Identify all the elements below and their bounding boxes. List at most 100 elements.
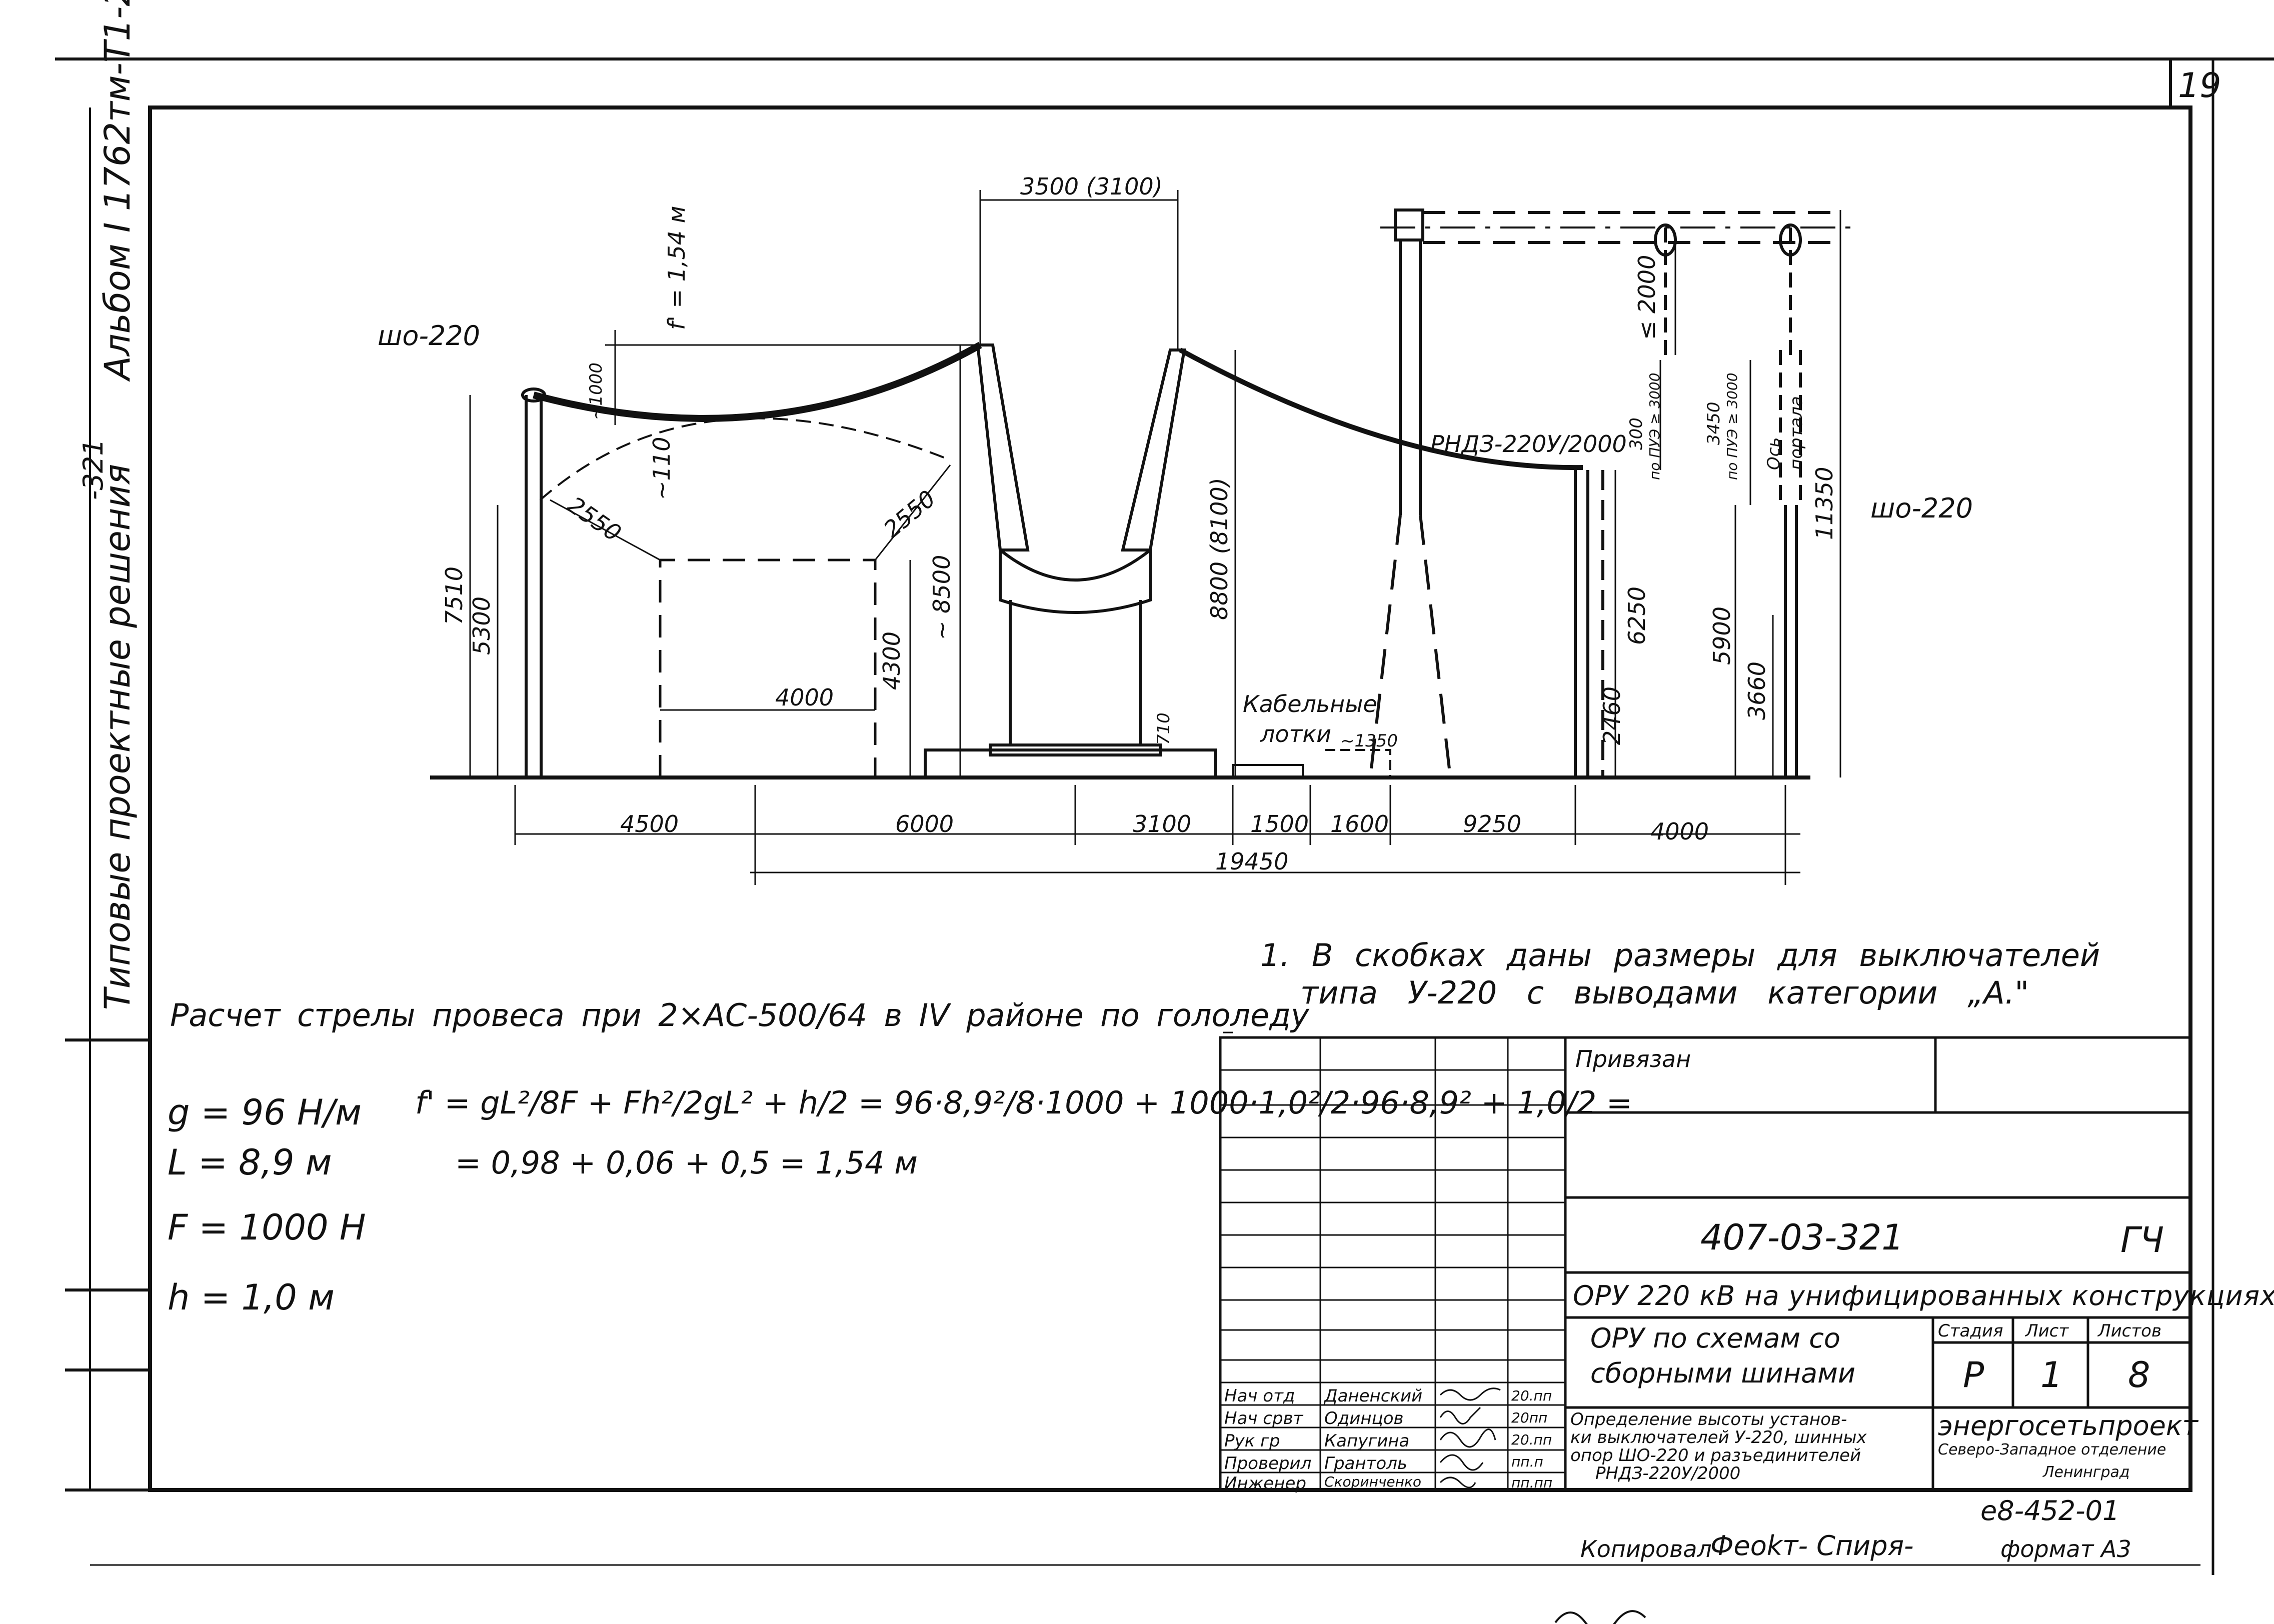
right-support-label: шо-220 [1870, 492, 1973, 524]
tb-date-1: 20.пп [1511, 1388, 1552, 1404]
tb-role-5: Инженер [1224, 1474, 1306, 1494]
dim-8500: ~ 8500 [928, 554, 955, 640]
dim-3450-note: по ПУЭ ≥ 3000 [1724, 372, 1740, 480]
tb-org3: Ленинград [2043, 1464, 2130, 1481]
insulator-top-2 [1779, 224, 1802, 256]
series-label: Типовые проектные решения [97, 464, 138, 1010]
dim-3660: 3660 [1743, 661, 1770, 720]
left-clearance-arc [539, 417, 951, 501]
cable-tray [1232, 764, 1304, 778]
dim-2000: ≤ 2000 [1633, 254, 1660, 340]
tb-sheets-header: Листов [2098, 1321, 2162, 1341]
dim-4300: 4300 [878, 631, 905, 690]
base-19450: 19450 [1215, 848, 1289, 875]
tb-date-4: пп.п [1511, 1454, 1543, 1470]
tb-role-4: Проверил [1224, 1454, 1312, 1474]
format-label: формат А3 [2000, 1536, 2131, 1562]
calc-title: Расчет стрелы провеса при 2×АС-500/64 в … [170, 997, 1309, 1034]
dim-6250: 6250 [1623, 586, 1650, 645]
clearance-diag-r [874, 464, 951, 560]
calc-h: h = 1,0 м [168, 1277, 335, 1318]
tb-org1: энергосетьпроект [1938, 1410, 2198, 1442]
breaker-right-pole [1121, 348, 1186, 552]
tb-doc-code: 407-03-321 [1700, 1217, 1904, 1258]
frame-border [148, 106, 2192, 1492]
calc-formula: f' = gL²/8F + Fh²/2gL² + h/2 = 96·8,9²/8… [415, 1084, 1632, 1121]
tb-name-3: Капугина [1324, 1431, 1410, 1451]
tb-name-2: Одинцов [1324, 1408, 1404, 1428]
tb-privyazan: Привязан [1575, 1046, 1691, 1072]
tb-desc3: опор ШО-220 и разъединителей [1570, 1446, 1861, 1466]
tb-title2: сборными шинами [1590, 1358, 1855, 1389]
cable-tray-dash [1325, 749, 1391, 778]
tb-inv-number: e8-452-01 [1980, 1495, 2120, 1526]
dim-5300: 5300 [468, 596, 495, 655]
breaker-frame [989, 744, 1162, 756]
portal-top-cap [1394, 208, 1424, 242]
clearance-diag-l [550, 499, 661, 561]
dim-3450: 3450 [1704, 402, 1724, 445]
tb-role-2: Нач срвт [1224, 1408, 1303, 1428]
tb-date-3: 20.пп [1511, 1432, 1552, 1448]
right-conductor [1179, 348, 1583, 470]
tb-date-5: пп.пп [1511, 1474, 1553, 1491]
tb-role-3: Рук гр [1224, 1431, 1280, 1451]
tb-date-2: 20пп [1511, 1410, 1548, 1426]
note-line1: 1. В скобках даны размеры для выключател… [1260, 937, 2100, 974]
dim-1000: ~1000 [586, 362, 606, 420]
base-3100: 3100 [1133, 810, 1192, 838]
tb-org2: Северо-Западное отделение [1938, 1441, 2166, 1458]
base-4000: 4000 [1650, 818, 1709, 845]
breaker-left-pole [976, 344, 1030, 552]
album-label: Альбом I 1762тм-Т1-20 [97, 0, 138, 380]
base-1600: 1600 [1330, 810, 1389, 838]
base-6000: 6000 [895, 810, 954, 838]
tb-name-4: Грантоль [1324, 1454, 1407, 1474]
dim-1350: ~1350 [1340, 731, 1398, 751]
calc-g: g = 96 Н/м [168, 1092, 362, 1133]
dim-300: 300 [1626, 418, 1646, 450]
dim-2460: 2460 [1598, 686, 1625, 745]
tb-project: ОРУ 220 кВ на унифицированных конструкци… [1573, 1280, 2274, 1312]
tb-desc1: Определение высоты установ- [1570, 1410, 1847, 1430]
disconnector-label: РНДЗ-220У/2000 [1430, 430, 1627, 458]
copied-label: Копировал [1580, 1536, 1712, 1562]
calc-result: = 0,98 + 0,06 + 0,5 = 1,54 м [455, 1144, 918, 1181]
dim-8800: 8800 (8100) [1206, 478, 1233, 620]
tb-sheet: 1 [2040, 1354, 2063, 1396]
sheet-number: 19 [2178, 66, 2221, 106]
calc-L: L = 8,9 м [168, 1142, 332, 1183]
code-partial: -321 [78, 438, 109, 500]
axis-label-1: Ось [1764, 437, 1784, 470]
tb-name-5: Скоринченко [1324, 1474, 1421, 1490]
tb-title1: ОРУ по схемам со [1590, 1322, 1840, 1354]
cable-trays-l1: Кабельные [1243, 690, 1377, 718]
clearance-zone [659, 558, 877, 778]
axis-label-2: портала [1786, 396, 1806, 470]
tb-name-1: Даненский [1324, 1386, 1423, 1406]
note-line2: типа У-220 с выводами категории „А." [1300, 974, 2029, 1011]
breaker-foundation [924, 748, 1217, 779]
tb-stage: Р [1963, 1354, 1984, 1396]
tb-stage-header: Стадия [1938, 1321, 2003, 1341]
tb-desc4: РНДЗ-220У/2000 [1595, 1464, 1741, 1484]
base-1500: 1500 [1250, 810, 1309, 838]
copier-name: Феоkт- Спиря- [1710, 1530, 1914, 1562]
sag-label: f' = 1,54 м [663, 206, 690, 330]
dim-710: 710 [1154, 712, 1174, 745]
title-block-frame [1219, 1036, 2192, 1492]
tb-sheets: 8 [2128, 1354, 2150, 1396]
left-support-label: шо-220 [378, 320, 481, 352]
dim-300-note: по ПУЭ ≥ 3000 [1646, 372, 1663, 480]
tb-role-1: Нач отд [1224, 1386, 1295, 1406]
calc-F: F = 1000 Н [168, 1207, 366, 1248]
breaker-tank [999, 546, 1152, 614]
top-span-dim: 3500 (3100) [1020, 173, 1163, 200]
base-4500: 4500 [620, 810, 679, 838]
dim-7510: 7510 [441, 566, 468, 625]
tb-sheet-code: ГЧ [2120, 1220, 2164, 1260]
tb-sheet-header: Лист [2025, 1321, 2069, 1341]
cable-trays-l2: лотки [1260, 720, 1332, 748]
dim-11350: 11350 [1811, 466, 1838, 540]
